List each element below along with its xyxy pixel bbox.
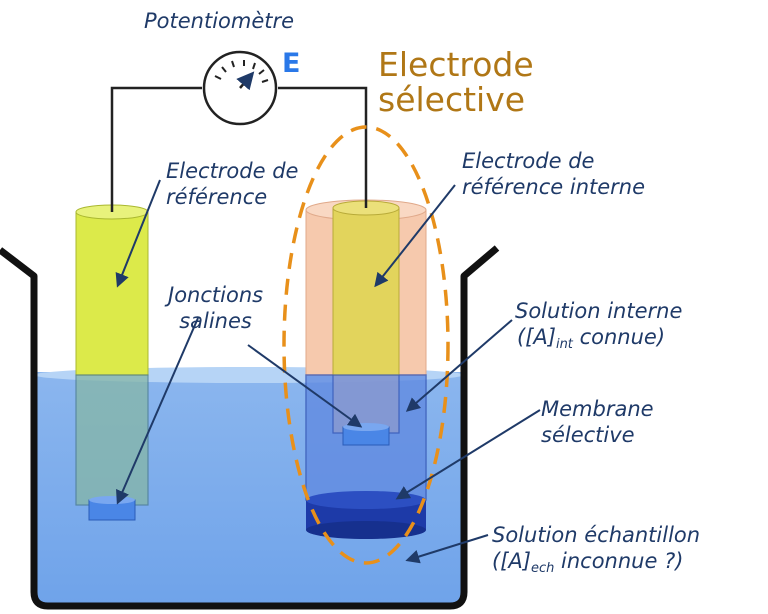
arrow-junction-reference <box>116 317 199 505</box>
salt-junctions-label-line2: salines <box>179 309 252 334</box>
arrow-sample-solution <box>405 534 489 564</box>
internal-solution-label: Solution interne ([A]int connue) <box>515 298 682 354</box>
internal-solution-subscript: int <box>555 337 573 353</box>
selective-membrane-label: Membrane sélective <box>541 396 654 449</box>
internal-solution-label-line2: ([A]int connue) <box>515 324 682 353</box>
arrow-reference-electrode <box>115 179 161 288</box>
internal-reference-electrode-label: Electrode de référence interne <box>462 148 645 201</box>
sample-solution-concentration: ([A] <box>492 549 531 574</box>
selective-membrane-label-line1: Membrane <box>541 397 654 421</box>
reference-electrode-label-line2: référence <box>166 185 268 210</box>
sample-solution-label-line1: Solution échantillon <box>492 523 701 547</box>
arrow-membrane <box>395 409 541 500</box>
reference-electrode-submerged <box>75 374 149 506</box>
sample-solution-label-line2: ([A]ech inconnue ?) <box>492 548 700 577</box>
potentiometer-label: Potentiomètre <box>144 9 295 33</box>
internal-solution-label-line1: Solution interne <box>515 299 683 323</box>
salt-junctions-label-line1: Jonctions <box>168 283 264 307</box>
reference-electrode-label: Electrode de référence <box>166 158 298 211</box>
selective-membrane-bottom <box>306 521 426 539</box>
wire-reference <box>110 86 202 212</box>
dial-needle <box>236 71 255 91</box>
selective-membrane-top <box>306 491 426 509</box>
selective-electrode-title-line1: Electrode <box>378 45 534 84</box>
potential-symbol: E <box>282 48 301 79</box>
arrow-internal-solution <box>405 319 513 412</box>
selective-electrode-title: Electrode sélective <box>378 45 534 119</box>
sample-solution-label: Solution échantillon ([A]ech inconnue ?) <box>492 522 700 578</box>
sample-solution-subscript: ech <box>530 561 555 577</box>
reference-salt-junction-top <box>89 496 135 504</box>
internal-solution-status: connue) <box>572 325 666 350</box>
annotation-arrows <box>115 179 541 564</box>
arrow-junction-internal <box>247 344 363 428</box>
salt-junctions-label: Jonctions salines <box>168 282 263 335</box>
selective-membrane-label-line2: sélective <box>541 423 635 448</box>
internal-salt-junction-top <box>343 423 389 431</box>
internal-solution-concentration: ([A] <box>517 325 556 350</box>
potentiometer <box>202 50 278 126</box>
selective-electrode-outline <box>282 125 450 565</box>
reference-electrode-label-line1: Electrode de <box>166 159 299 183</box>
sample-solution-status: inconnue ?) <box>554 549 684 574</box>
internal-reference-electrode <box>332 207 400 376</box>
beaker <box>0 245 500 610</box>
selective-electrode-title-line2: sélective <box>378 79 526 119</box>
dial-ticks <box>214 60 269 83</box>
internal-reference-electrode-label-line2: référence interne <box>462 175 646 200</box>
wire-selective <box>278 86 368 208</box>
arrow-internal-reference <box>374 184 456 288</box>
internal-reference-electrode-label-line1: Electrode de <box>462 149 595 173</box>
